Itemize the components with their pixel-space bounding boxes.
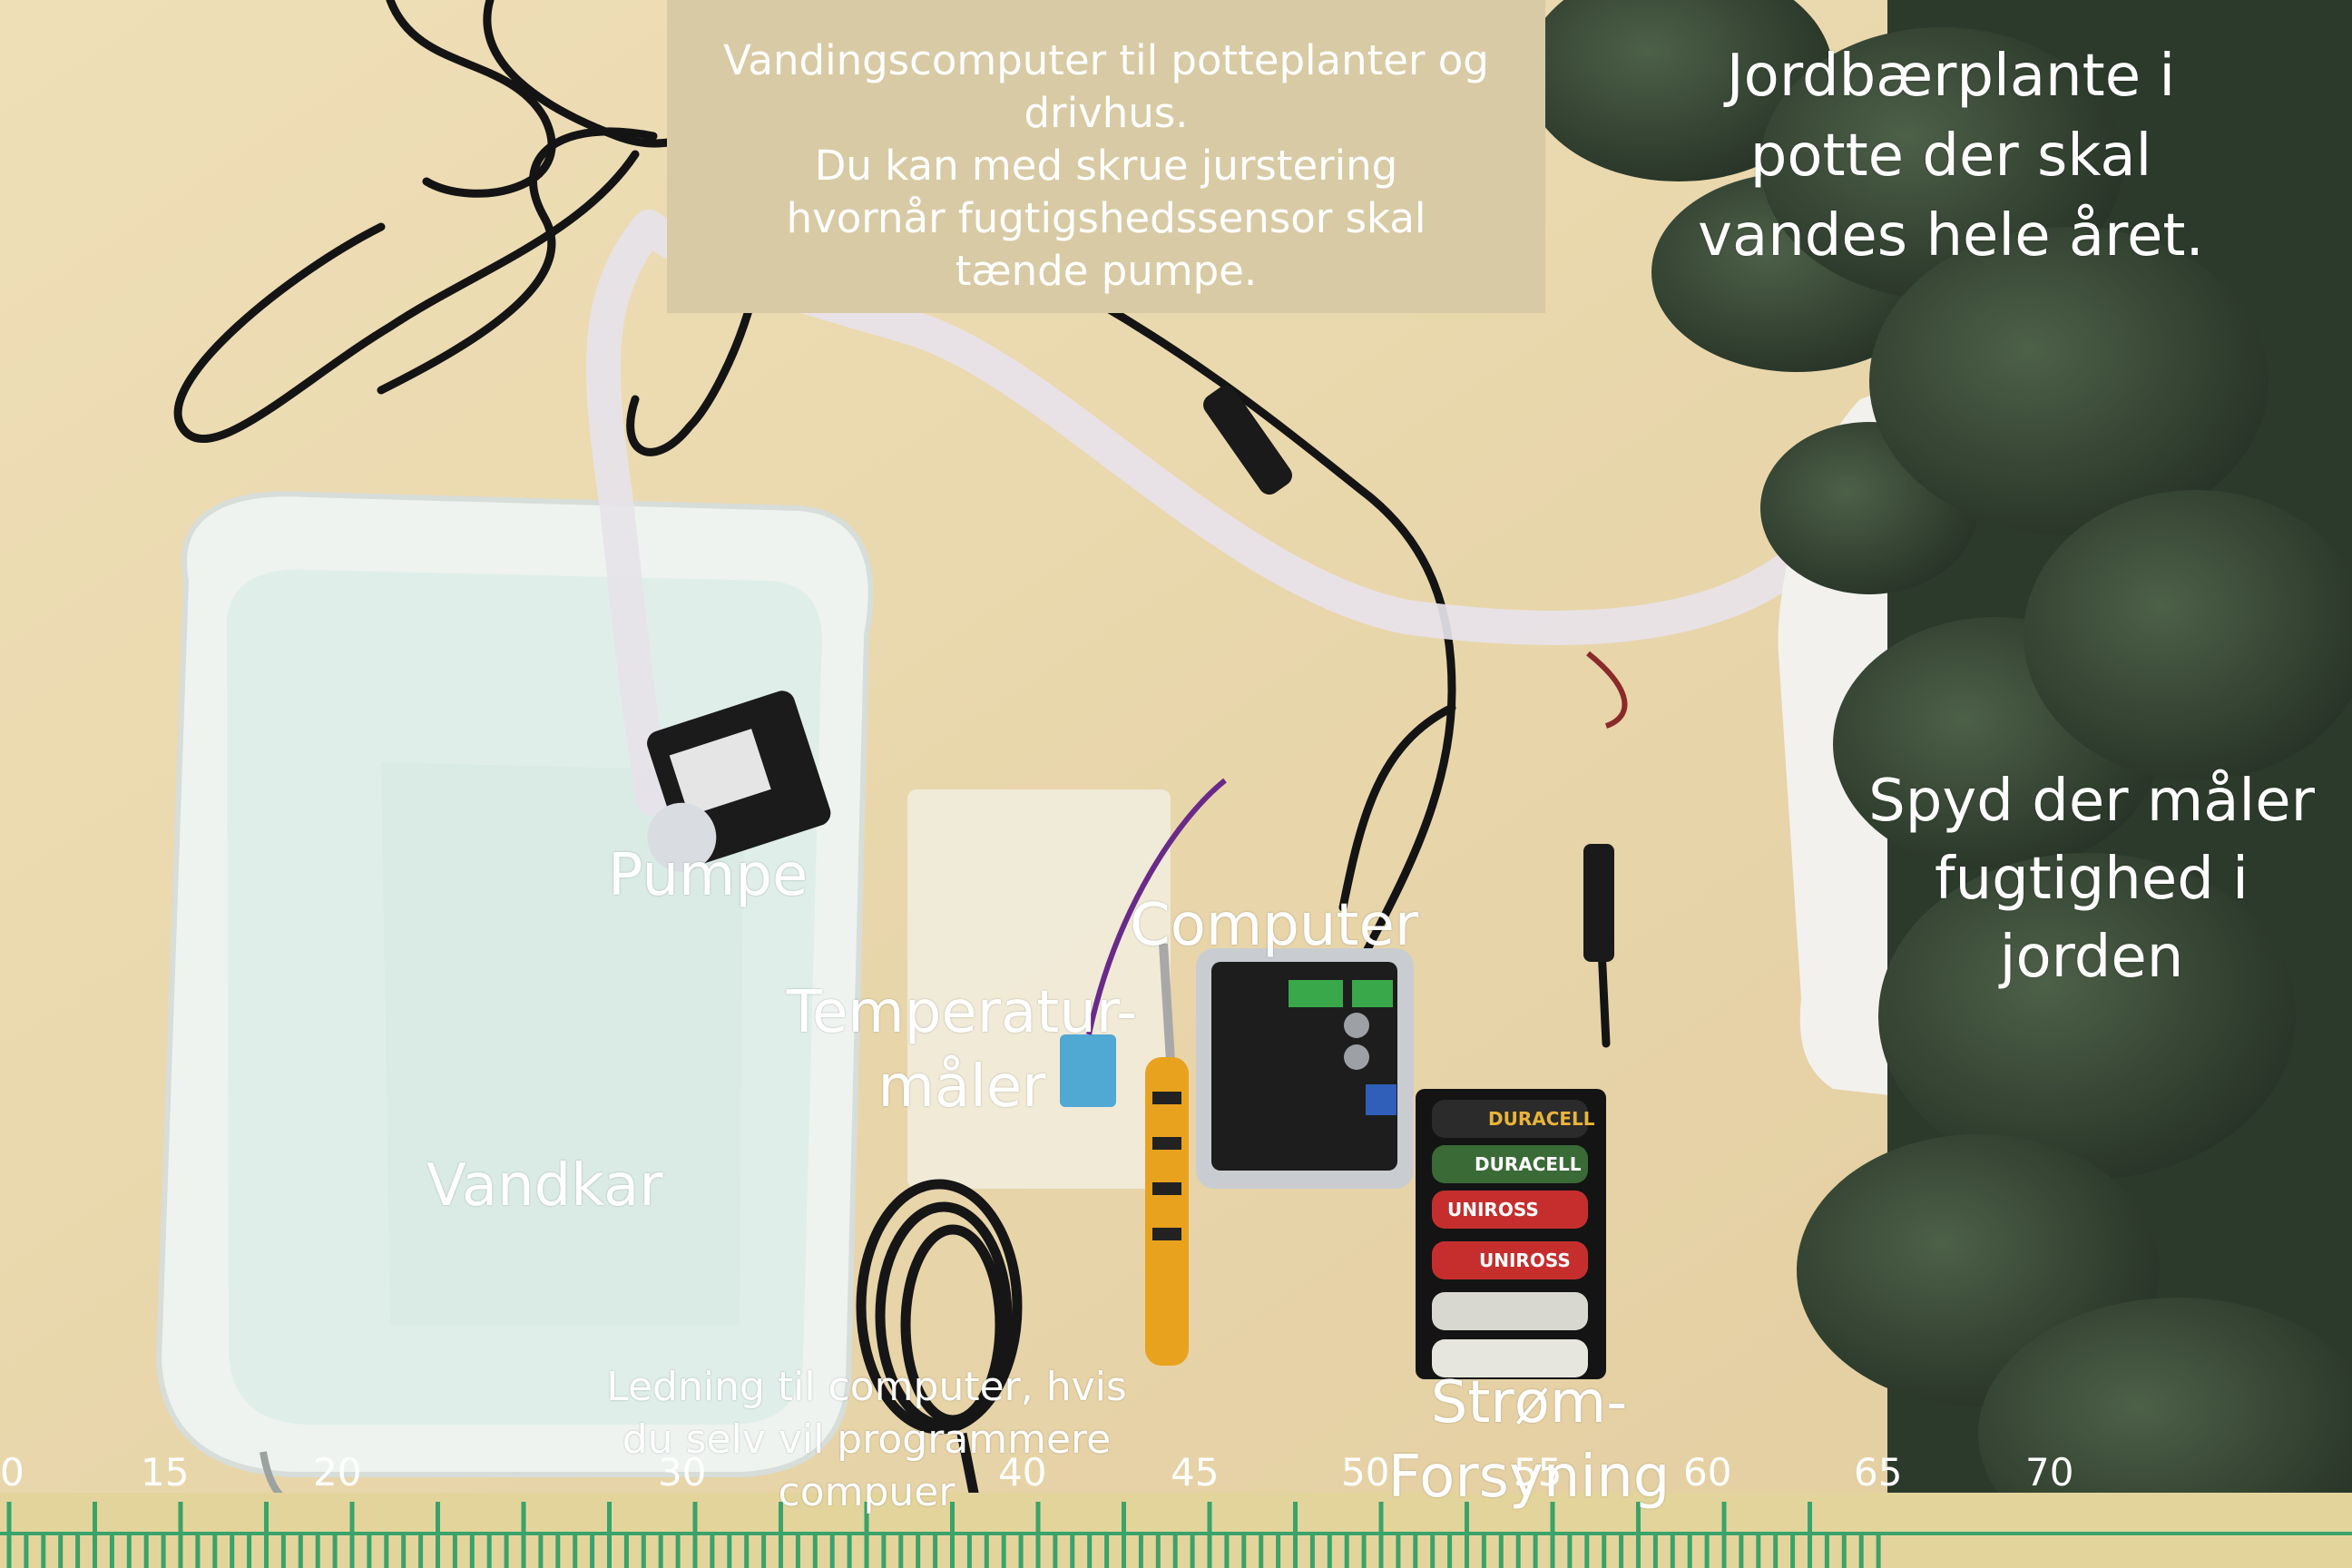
ruler-number: 60	[1683, 1450, 1732, 1494]
label-strawberry-line-1: Jordbærplante i	[1726, 43, 2176, 110]
label-power-line-1: Strøm-	[1430, 1369, 1628, 1436]
screwdriver	[1145, 943, 1189, 1366]
label-computer: Computer	[1130, 892, 1419, 959]
ruler-number: 70	[2025, 1450, 2074, 1494]
label-usb-cable: Ledning til computer, hvis du selv vil p…	[563, 1361, 1171, 1519]
label-temperature-sensor: Temperatur- måler	[744, 975, 1180, 1124]
label-cable-line-2: du selv vil programmere	[622, 1416, 1112, 1463]
ruler-number: 20	[313, 1450, 362, 1494]
label-sensor-line-1: Spyd der måler	[1868, 768, 2315, 835]
label-temperature-line-2: måler	[877, 1054, 1046, 1121]
info-line-1: Vandingscomputer til potteplanter og	[723, 36, 1489, 84]
temperature-sensor	[907, 778, 1227, 1189]
battery-brand-3: UNIROSS	[1447, 1199, 1539, 1220]
usb-cable	[856, 1179, 1023, 1526]
ruler-number: 45	[1171, 1450, 1220, 1494]
info-line-5: tænde pumpe.	[955, 247, 1258, 295]
label-power-supply: Strøm- Forsyning	[1366, 1366, 1692, 1514]
pump	[647, 691, 831, 872]
battery-brand-4: UNIROSS	[1479, 1250, 1571, 1271]
info-text: Vandingscomputer til potteplanter og dri…	[667, 34, 1545, 298]
label-sensor-line-3: jorden	[1999, 924, 2184, 991]
info-line-4: hvornår fugtigshedssensor skal	[786, 194, 1426, 242]
cable-connector	[1203, 385, 1292, 495]
label-cable-line-1: Ledning til computer, hvis	[606, 1364, 1127, 1410]
label-pump: Pumpe	[608, 842, 808, 909]
info-line-3: Du kan med skrue jurstering	[814, 142, 1398, 190]
dc-plug	[1583, 844, 1614, 962]
label-strawberry-plant: Jordbærplante i potte der skal vandes he…	[1642, 36, 2259, 276]
label-temperature-line-1: Temperatur-	[786, 979, 1138, 1046]
ruler-number: 0	[0, 1450, 24, 1494]
measuring-tape	[0, 1493, 2352, 1568]
ruler-number: 30	[658, 1450, 707, 1494]
label-strawberry-line-3: vandes hele året.	[1698, 202, 2204, 270]
label-moisture-probe: Spyd der måler fugtighed i jorden	[1838, 762, 2346, 996]
controller-board	[1196, 948, 1414, 1189]
battery-brand-1: DURACELL	[1488, 1108, 1595, 1130]
info-line-2: drivhus.	[1024, 89, 1189, 137]
ruler-ticks	[6, 1502, 1881, 1568]
ruler-number: 65	[1854, 1450, 1903, 1494]
ruler-number: 40	[998, 1450, 1047, 1494]
info-box: Vandingscomputer til potteplanter og dri…	[667, 0, 1545, 313]
ruler-number: 15	[141, 1450, 190, 1494]
label-power-line-2: Forsyning	[1387, 1444, 1671, 1511]
label-sensor-line-2: fugtighed i	[1935, 846, 2249, 913]
ruler-number: 50	[1341, 1450, 1390, 1494]
label-water-tank: Vandkar	[426, 1152, 663, 1220]
label-cable-line-3: compuer	[778, 1469, 956, 1515]
battery-pack: DURACELL DURACELL UNIROSS UNIROSS	[1416, 1089, 1606, 1379]
ruler-number: 55	[1514, 1450, 1563, 1494]
battery-brand-2: DURACELL	[1475, 1153, 1582, 1175]
strawberry-plant	[1524, 0, 2352, 1568]
label-strawberry-line-2: potte der skal	[1749, 122, 2152, 190]
